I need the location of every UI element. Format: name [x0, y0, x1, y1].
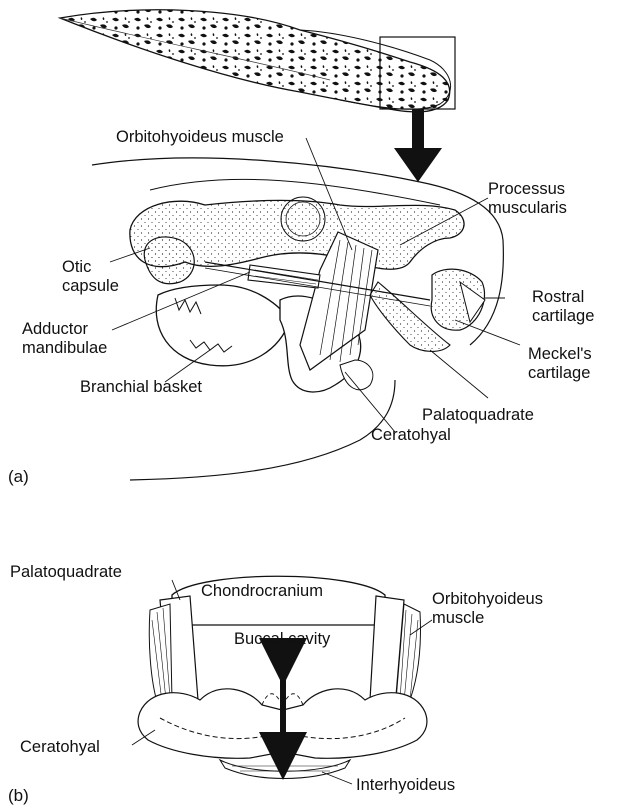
- label-palatoquadrate-b: Palatoquadrate: [10, 563, 122, 582]
- label-ceratohyal-a: Ceratohyal: [371, 426, 451, 445]
- label-processus-muscularis: Processus muscularis: [488, 180, 567, 218]
- head-detail: [92, 138, 520, 480]
- label-orbitohyoideus-muscle-a: Orbitohyoideus muscle: [116, 128, 284, 147]
- label-otic-capsule: Otic capsule: [62, 258, 119, 296]
- panel-a-tag: (a): [8, 467, 29, 487]
- label-adductor-mandibulae: Adductor mandibulae: [22, 320, 107, 358]
- label-orbitohyoideus-muscle-b: Orbitohyoideus muscle: [432, 590, 543, 628]
- label-ceratohyal-b: Ceratohyal: [20, 738, 100, 757]
- label-buccal-cavity: Buccal cavity: [234, 630, 330, 649]
- label-palatoquadrate-a: Palatoquadrate: [422, 406, 534, 425]
- label-chondrocranium: Chondrocranium: [201, 582, 323, 601]
- label-interhyoideus: Interhyoideus: [356, 776, 455, 795]
- label-rostral-cartilage: Rostral cartilage: [532, 288, 594, 326]
- panel-b-tag: (b): [8, 786, 29, 806]
- label-branchial-basket: Branchial basket: [80, 378, 202, 397]
- tadpole-drawing: [60, 10, 455, 112]
- zoom-arrow: [394, 109, 442, 182]
- label-meckels-cartilage: Meckel's cartilage: [528, 345, 592, 383]
